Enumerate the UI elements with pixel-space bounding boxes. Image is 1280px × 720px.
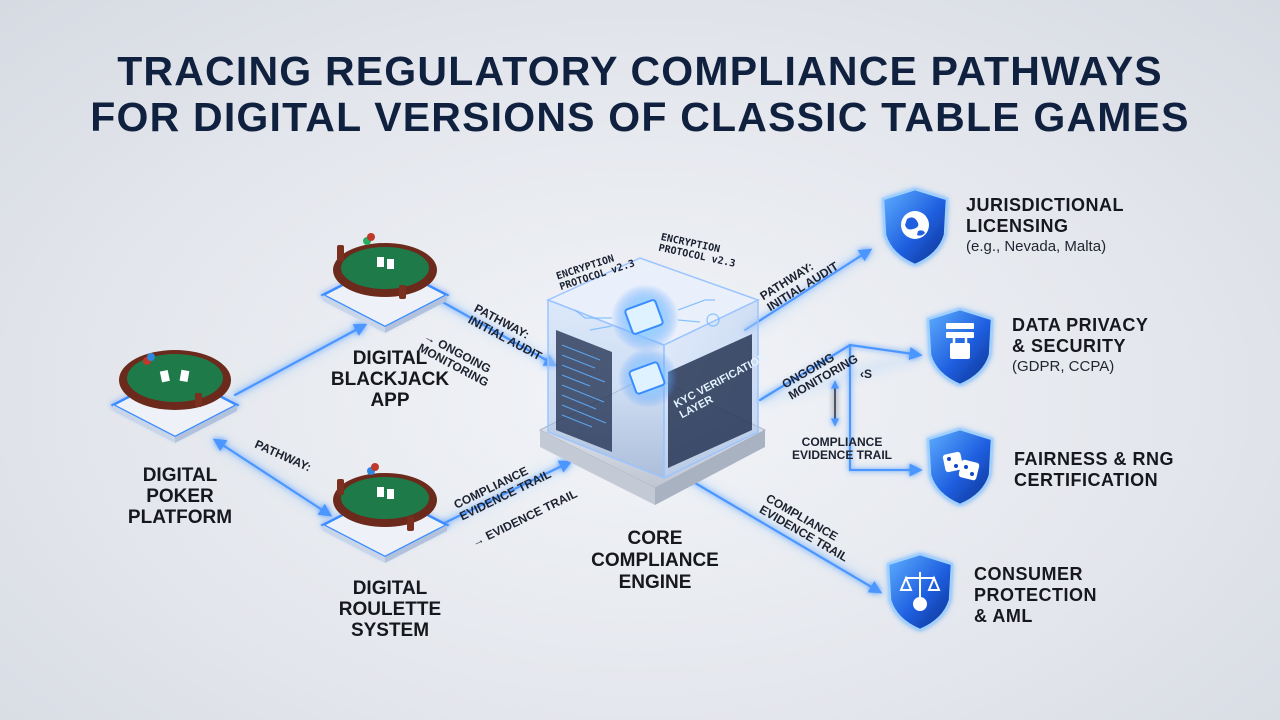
blackjack-label: DIGITAL BLACKJACK APP xyxy=(330,348,450,411)
edge-blackjack-core xyxy=(428,293,558,367)
core-engine-node[interactable] xyxy=(538,257,767,505)
poker-label: DIGITAL POKER PLATFORM xyxy=(127,465,233,528)
edge-poker-roulette xyxy=(212,438,333,517)
path-label-evidence-mid: COMPLIANCE EVIDENCE TRAIL xyxy=(792,435,893,462)
shield-fairness[interactable] xyxy=(926,427,994,507)
title-line-1: TRACING REGULATORY COMPLIANCE PATHWAYS xyxy=(117,48,1163,94)
shield-privacy[interactable] xyxy=(926,307,994,387)
outcome-licensing-label: JURISDICTIONAL LICENSING (e.g., Nevada, … xyxy=(966,195,1125,255)
outcome-fairness-label: FAIRNESS & RNG CERTIFICATION xyxy=(1014,449,1175,490)
page-title: TRACING REGULATORY COMPLIANCE PATHWAYS F… xyxy=(40,48,1240,140)
outcome-consumer-label: CONSUMER PROTECTION & AML xyxy=(974,564,1098,626)
roulette-label: DIGITAL ROULETTE SYSTEM xyxy=(338,578,442,641)
edge-core-licensing xyxy=(743,248,873,332)
dice-icon xyxy=(942,451,980,481)
core-label: CORE COMPLIANCE ENGINE xyxy=(591,528,719,593)
roulette-table-node[interactable] xyxy=(320,463,450,563)
globe-icon xyxy=(901,211,929,239)
shield-consumer[interactable] xyxy=(886,552,954,632)
lock-icon xyxy=(946,323,974,359)
poker-table-node[interactable] xyxy=(110,350,240,443)
outcome-privacy-label: DATA PRIVACY & SECURITY (GDPR, CCPA) xyxy=(1012,315,1149,375)
shield-licensing[interactable] xyxy=(881,187,949,267)
edge-branch-fairness xyxy=(848,343,923,477)
title-line-2: FOR DIGITAL VERSIONS OF CLASSIC TABLE GA… xyxy=(90,94,1190,140)
blackjack-table-node[interactable] xyxy=(320,233,450,333)
edge-core-consumer xyxy=(688,478,883,594)
connector-lines xyxy=(211,246,924,594)
scales-icon xyxy=(899,572,941,611)
path-label-small-mark: ‹S xyxy=(860,367,872,381)
edge-poker-blackjack xyxy=(233,323,368,397)
edge-roulette-core xyxy=(428,460,573,532)
